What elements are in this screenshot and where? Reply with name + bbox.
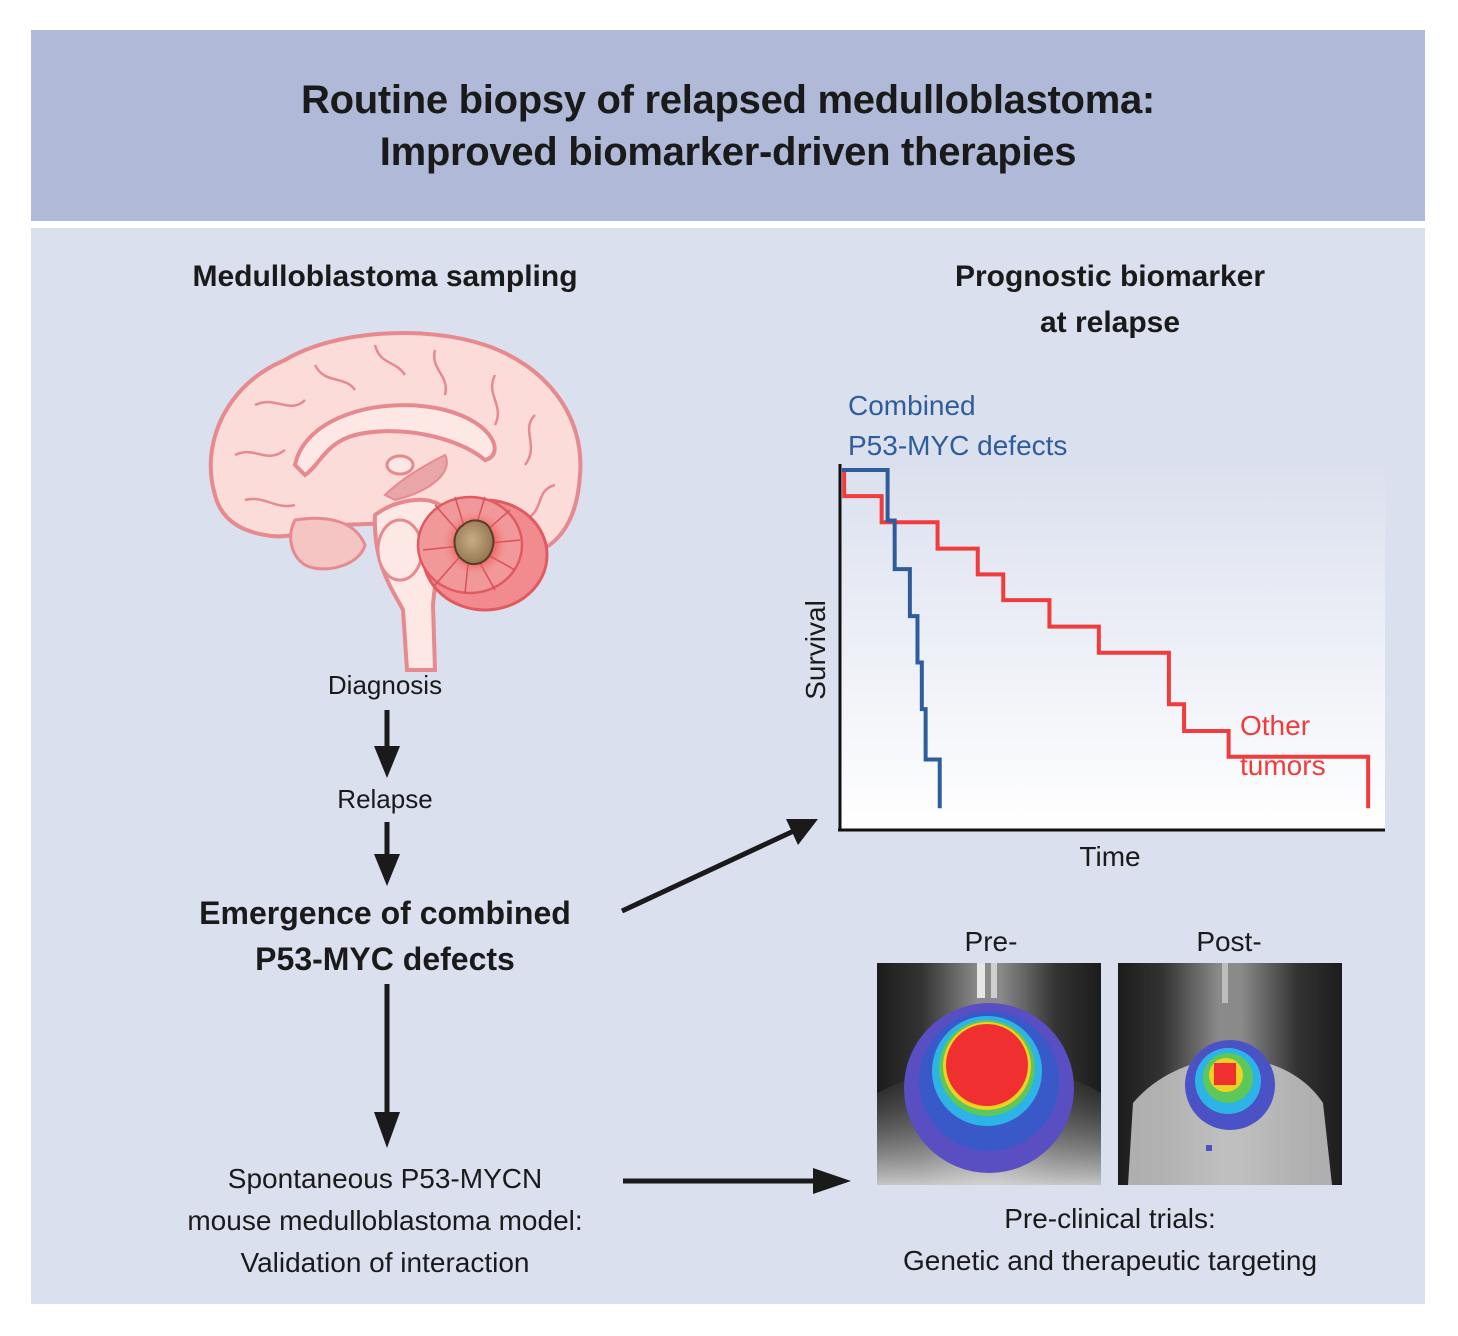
flow-emergence: Emergence of combined P53-MYC defects bbox=[130, 890, 640, 982]
legend-blue-series: Combined P53-MYC defects bbox=[848, 386, 1067, 466]
arrow-down-icon bbox=[374, 822, 400, 886]
survival-chart: Time Survival bbox=[800, 460, 1385, 872]
arrow-down-icon bbox=[374, 984, 400, 1148]
legend-blue-line-1: Combined bbox=[848, 390, 976, 421]
pre-label: Pre- bbox=[964, 926, 1018, 957]
arrow-right-icon bbox=[623, 1168, 851, 1194]
signal-core bbox=[1214, 1063, 1236, 1085]
series-line-p53-myc bbox=[842, 468, 942, 809]
legend-red-line-1: Other bbox=[1240, 710, 1311, 741]
emergence-line-2: P53-MYC defects bbox=[255, 941, 515, 977]
right-heading-line-2: at relapse bbox=[1039, 306, 1181, 339]
series-line-other-tumors bbox=[842, 468, 1371, 809]
right-heading-line-1: Prognostic biomarker bbox=[954, 260, 1266, 293]
left-heading: Medulloblastoma sampling bbox=[192, 260, 578, 293]
post-treatment-image bbox=[1118, 963, 1342, 1185]
signal-core bbox=[946, 1024, 1028, 1106]
arrow-down-icon bbox=[374, 710, 400, 778]
arrow-diagonal-icon bbox=[620, 819, 818, 914]
flow-relapse: Relapse bbox=[337, 784, 433, 814]
corpus-callosum bbox=[292, 403, 497, 478]
title-line-1: Routine biopsy of relapsed medulloblasto… bbox=[301, 77, 1155, 122]
imaging-caption-line-1: Pre-clinical trials: bbox=[1004, 1203, 1216, 1234]
brain-icon bbox=[208, 331, 583, 672]
mouse-model-line-2: mouse medulloblastoma model: bbox=[187, 1205, 583, 1236]
mouse-model-line-1: Spontaneous P53-MYCN bbox=[227, 1163, 543, 1194]
emergence-line-1: Emergence of combined bbox=[199, 895, 571, 931]
figure-header: Routine biopsy of relapsed medulloblasto… bbox=[31, 30, 1425, 221]
imaging-caption: Pre-clinical trials: Genetic and therape… bbox=[840, 1198, 1380, 1282]
mouse-model-line-3: Validation of interaction bbox=[240, 1247, 530, 1278]
pre-treatment-image bbox=[877, 963, 1101, 1185]
y-axis-label: Survival bbox=[800, 600, 831, 700]
legend-red-line-2: tumors bbox=[1240, 750, 1326, 781]
legend-red-series: Other tumors bbox=[1240, 706, 1326, 786]
x-axis-label: Time bbox=[1079, 841, 1140, 872]
right-heading: Prognostic biomarker at relapse bbox=[860, 254, 1360, 346]
flow-diagnosis: Diagnosis bbox=[327, 670, 443, 700]
post-label: Post- bbox=[1196, 926, 1262, 957]
tumor-icon bbox=[453, 519, 495, 565]
legend-blue-line-2: P53-MYC defects bbox=[848, 430, 1068, 461]
flow-mouse-model: Spontaneous P53-MYCN mouse medulloblasto… bbox=[150, 1158, 620, 1284]
title-line-2: Improved biomarker-driven therapies bbox=[379, 129, 1077, 174]
imaging-caption-line-2: Genetic and therapeutic targeting bbox=[902, 1245, 1318, 1276]
